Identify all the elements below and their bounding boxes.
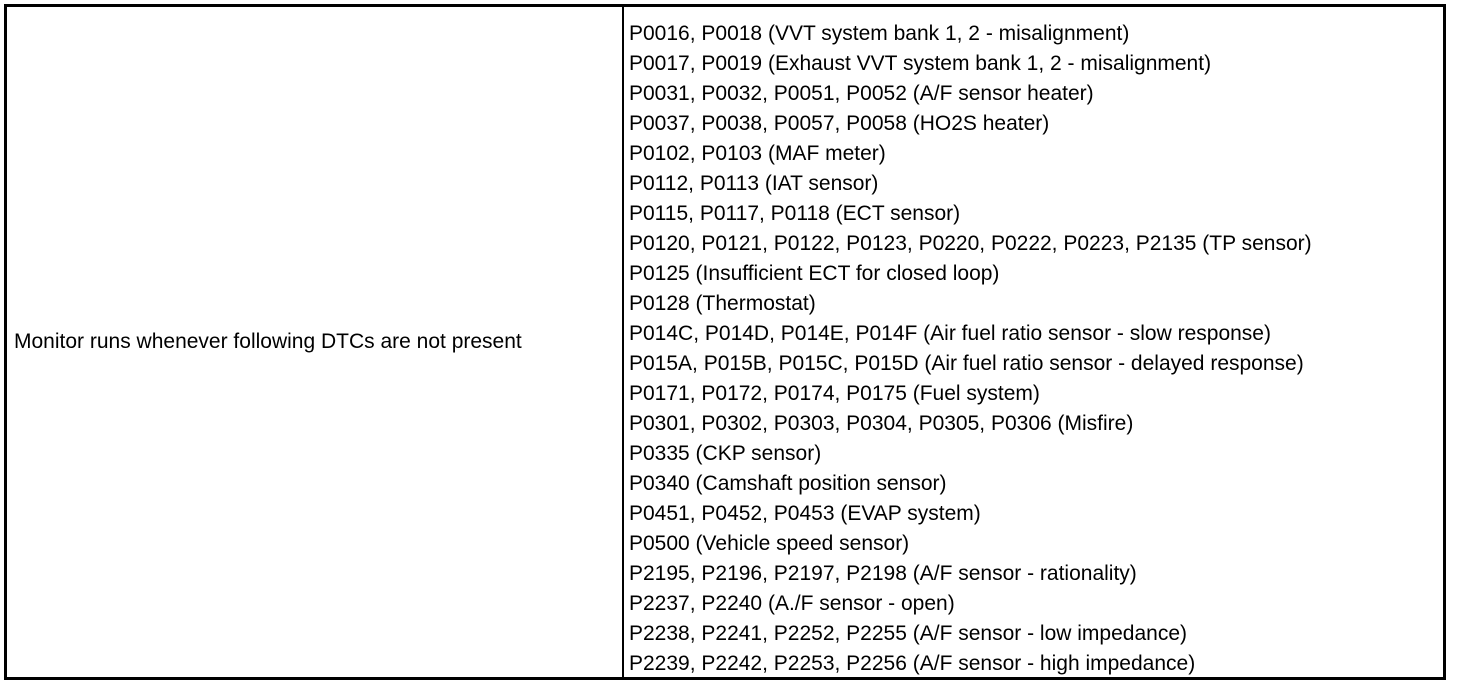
dtc-list-cell: P0016, P0018 (VVT system bank 1, 2 - mis… — [624, 7, 1443, 677]
dtc-list-item: P2195, P2196, P2197, P2198 (A/F sensor -… — [629, 562, 1137, 585]
condition-label: Monitor runs whenever following DTCs are… — [14, 330, 522, 353]
dtc-list-item: P0335 (CKP sensor) — [629, 442, 822, 465]
dtc-list-item: P0340 (Camshaft position sensor) — [629, 472, 947, 495]
condition-cell: Monitor runs whenever following DTCs are… — [7, 7, 624, 677]
dtc-list-item: P0451, P0452, P0453 (EVAP system) — [629, 502, 981, 525]
dtc-list-item: P0171, P0172, P0174, P0175 (Fuel system) — [629, 382, 1040, 405]
dtc-list-item: P0301, P0302, P0303, P0304, P0305, P0306… — [629, 412, 1134, 435]
dtc-list-item: P0017, P0019 (Exhaust VVT system bank 1,… — [629, 52, 1212, 75]
dtc-list-item: P0128 (Thermostat) — [629, 292, 816, 315]
dtc-list-item: P015A, P015B, P015C, P015D (Air fuel rat… — [629, 352, 1304, 375]
dtc-list-item: P0115, P0117, P0118 (ECT sensor) — [629, 202, 961, 225]
dtc-list-item: P0120, P0121, P0122, P0123, P0220, P0222… — [629, 232, 1312, 255]
dtc-list-item: P0037, P0038, P0057, P0058 (HO2S heater) — [629, 112, 1050, 135]
dtc-table: Monitor runs whenever following DTCs are… — [4, 4, 1446, 680]
dtc-list-item: P014C, P014D, P014E, P014F (Air fuel rat… — [629, 322, 1271, 345]
dtc-list-item: P2237, P2240 (A./F sensor - open) — [629, 592, 955, 615]
dtc-list-item: P0016, P0018 (VVT system bank 1, 2 - mis… — [629, 22, 1130, 45]
dtc-list-item: P0112, P0113 (IAT sensor) — [629, 172, 879, 195]
dtc-list-item: P0125 (Insufficient ECT for closed loop) — [629, 262, 1000, 285]
dtc-list-item: P2239, P2242, P2253, P2256 (A/F sensor -… — [629, 652, 1196, 675]
dtc-list-item: P0500 (Vehicle speed sensor) — [629, 532, 910, 555]
dtc-list-item: P0031, P0032, P0051, P0052 (A/F sensor h… — [629, 82, 1094, 105]
dtc-list-item: P2238, P2241, P2252, P2255 (A/F sensor -… — [629, 622, 1187, 645]
dtc-list: P0016, P0018 (VVT system bank 1, 2 - mis… — [629, 19, 1443, 677]
dtc-list-item: P0102, P0103 (MAF meter) — [629, 142, 886, 165]
